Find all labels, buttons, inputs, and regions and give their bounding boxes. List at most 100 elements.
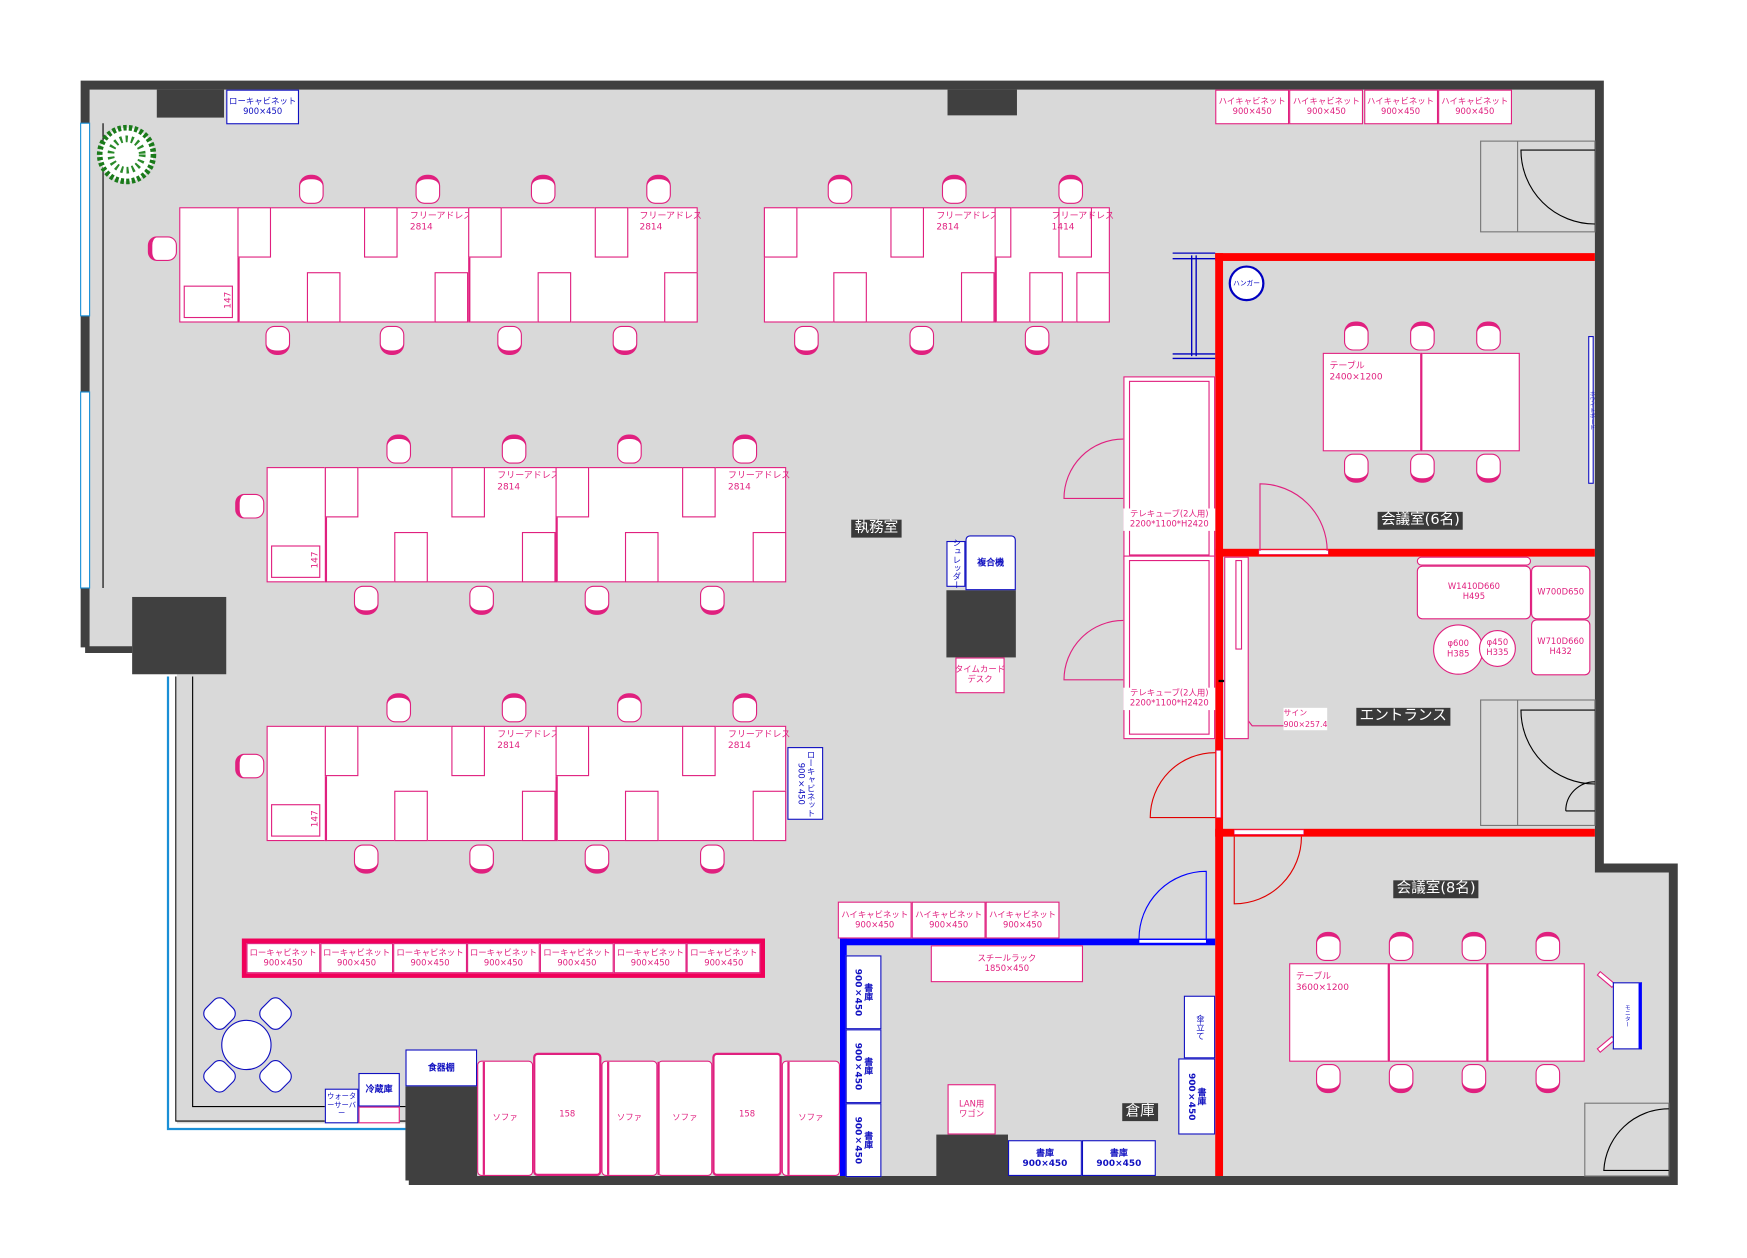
room-label-office: 執務室 bbox=[851, 519, 902, 538]
floor-area bbox=[89, 89, 1669, 1177]
desk-panel bbox=[451, 467, 486, 518]
chair bbox=[1535, 1064, 1561, 1094]
sofa[interactable]: ソファ bbox=[601, 1060, 658, 1176]
low-cabinet-size: 900×450 bbox=[336, 957, 377, 968]
whiteboard[interactable]: ホワイトボード bbox=[1588, 336, 1595, 484]
low-cabinet-label: ローキャビネット bbox=[616, 947, 684, 958]
chair bbox=[909, 325, 935, 356]
sofa-158[interactable]: 158 bbox=[712, 1052, 782, 1176]
table-text: テーブル bbox=[1329, 360, 1365, 371]
chair bbox=[700, 844, 725, 874]
archive-cabinet-label: 書庫 bbox=[863, 1057, 874, 1076]
chair bbox=[501, 693, 527, 723]
desk-code: 2814 bbox=[728, 481, 751, 492]
drawer-label: 147 bbox=[222, 292, 233, 309]
door-opening bbox=[1233, 829, 1304, 835]
umbrella-stand[interactable]: 傘立て bbox=[1183, 995, 1216, 1059]
sofa[interactable]: ソファ bbox=[657, 1060, 713, 1176]
free-address-text: フリーアドレス bbox=[497, 470, 560, 481]
monitor[interactable]: モニター bbox=[1612, 982, 1642, 1050]
water-server[interactable]: ウォーターサーバー bbox=[324, 1088, 359, 1124]
multifunction-printer[interactable]: 複合機 bbox=[965, 535, 1016, 591]
column bbox=[936, 1134, 1008, 1181]
sofa-158-label: 158 bbox=[739, 1108, 756, 1119]
partition-wall bbox=[1215, 253, 1595, 261]
sofa-158[interactable]: 158 bbox=[533, 1052, 602, 1176]
meeting8-exit-door bbox=[1603, 1108, 1669, 1171]
room-label-meeting8: 会議室(8名) bbox=[1393, 880, 1479, 899]
low-cabinet-size: 900×450 bbox=[263, 957, 303, 968]
hanger-text: ハンガー bbox=[1233, 280, 1261, 288]
high-cabinet-label: ハイキャビネット bbox=[989, 909, 1057, 920]
sofa[interactable]: ソファ bbox=[477, 1060, 534, 1176]
door-opening bbox=[1258, 549, 1329, 555]
chair bbox=[1344, 453, 1369, 483]
chair bbox=[617, 693, 642, 723]
door-opening bbox=[1138, 939, 1207, 944]
desk-panel bbox=[537, 272, 571, 323]
low-cabinet-label: ローキャビネット bbox=[469, 947, 538, 958]
entrance-door-small bbox=[1565, 781, 1595, 812]
dish-cabinet[interactable]: 食器棚 bbox=[405, 1049, 478, 1087]
umbrella-stand-label: 傘立て bbox=[1195, 1014, 1206, 1040]
drawer-size: 147 bbox=[309, 551, 320, 569]
chair bbox=[469, 585, 494, 615]
low-cabinet-label: ローキャビネット bbox=[249, 947, 317, 958]
high-cabinet-label: ハイキャビネット bbox=[1441, 96, 1509, 107]
sofa-bar[interactable] bbox=[1416, 556, 1532, 566]
desk-panel bbox=[890, 207, 925, 258]
telecube-size: 2200*1100*H2420 bbox=[1129, 518, 1209, 529]
sofa[interactable]: ソファ bbox=[781, 1060, 840, 1176]
drawer-size: 147 bbox=[309, 810, 320, 828]
plant-leaves bbox=[107, 135, 146, 174]
free-address-text: フリーアドレス bbox=[409, 210, 473, 221]
telecube-name: テレキューブ(2人用) bbox=[1129, 508, 1209, 519]
round-size: φ600 bbox=[1447, 638, 1470, 649]
chair bbox=[1476, 321, 1501, 351]
entrance-sofa[interactable]: W700D650 bbox=[1531, 565, 1591, 620]
lan-wagon-label: ワゴン bbox=[959, 1108, 985, 1119]
chair bbox=[501, 434, 527, 464]
sofa-back bbox=[787, 1061, 790, 1175]
desk-code: 2814 bbox=[639, 221, 663, 232]
chair bbox=[235, 493, 265, 519]
round-height: H335 bbox=[1486, 647, 1509, 658]
archive-cabinet-label: 900×450 bbox=[1022, 1158, 1068, 1169]
refrigerator[interactable]: 冷蔵庫 bbox=[358, 1072, 400, 1107]
low-cabinet-size: 900×450 bbox=[410, 957, 450, 968]
entrance-sofa-label: W700D650 bbox=[1537, 586, 1585, 597]
shredder[interactable]: シュレッダー bbox=[946, 539, 966, 589]
high-cabinet-label: 900×450 bbox=[1380, 105, 1421, 116]
entrance-sofa-label: W710D660 bbox=[1537, 636, 1585, 647]
chair bbox=[1476, 453, 1501, 483]
lan-wagon[interactable]: LAN用ワゴン bbox=[947, 1084, 996, 1135]
timecard-desk[interactable]: タイムカードデスク bbox=[955, 657, 1005, 694]
